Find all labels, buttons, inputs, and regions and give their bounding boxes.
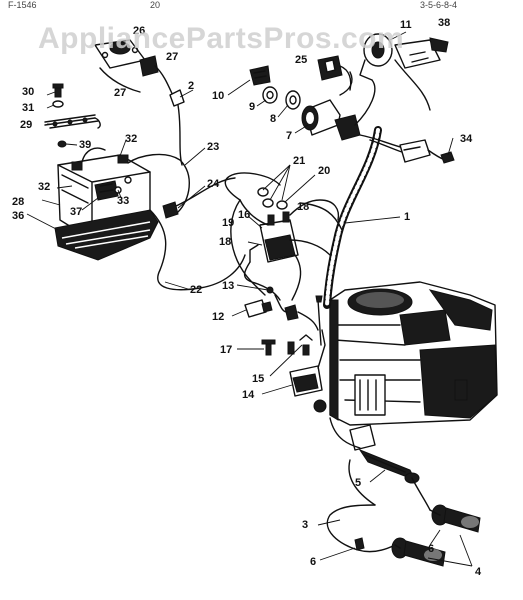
ignition-key-part-10 xyxy=(249,65,271,86)
engine xyxy=(313,281,498,426)
bracket-part-5 xyxy=(349,424,420,484)
callout-32a: 32 xyxy=(125,133,137,145)
battery-cable-clamp xyxy=(81,147,106,163)
callout-1: 1 xyxy=(404,211,410,223)
nut-part-39 xyxy=(57,140,67,148)
seat-switch-part-26 xyxy=(94,39,146,69)
cable-part-23 xyxy=(127,153,190,213)
wire-harness-conduit xyxy=(323,126,382,309)
callout-27a: 27 xyxy=(166,51,178,63)
hold-down-bar-part-29 xyxy=(44,114,101,129)
callout-30: 30 xyxy=(22,86,34,98)
callout-24: 24 xyxy=(207,178,220,190)
callout-32b: 32 xyxy=(38,181,50,193)
callout-18a: 18 xyxy=(219,236,231,248)
callout-28: 28 xyxy=(12,196,24,208)
header-code-mid: 20 xyxy=(150,0,160,10)
callout-16: 16 xyxy=(238,209,250,221)
callout-29: 29 xyxy=(20,119,32,131)
callout-8: 8 xyxy=(270,113,276,125)
lamp-socket-part-4a xyxy=(431,504,481,533)
callout-21: 21 xyxy=(293,155,305,167)
connector-part-27 xyxy=(139,55,159,77)
callout-23: 23 xyxy=(207,141,219,153)
lamp-socket-part-4b xyxy=(391,537,446,567)
callout-12: 12 xyxy=(212,311,224,323)
callout-numbers: 1 2 3 4 5 6 6 7 8 9 10 11 12 13 14 15 16… xyxy=(12,17,482,578)
wire-solenoid-loop xyxy=(224,172,281,201)
light-assembly-part-11 xyxy=(359,33,393,81)
regulator-part-14 xyxy=(289,329,326,397)
plug-part-15 xyxy=(287,334,313,356)
connector-part-13b xyxy=(284,304,299,321)
terminals-part-21 xyxy=(257,187,288,210)
callout-14: 14 xyxy=(242,389,255,401)
header-code-left: F-1546 xyxy=(8,0,37,10)
callout-36: 36 xyxy=(12,210,24,222)
callout-37: 37 xyxy=(70,206,82,218)
cable-part-22 xyxy=(149,209,246,291)
light-bracket-part-38 xyxy=(394,37,449,69)
callout-39: 39 xyxy=(79,139,91,151)
callout-31: 31 xyxy=(22,102,34,114)
callout-33: 33 xyxy=(117,195,129,207)
starter-solenoid xyxy=(249,211,299,263)
callout-9: 9 xyxy=(249,101,255,113)
watermark: AppliancePartsPros.com xyxy=(38,22,404,55)
callout-20: 20 xyxy=(318,165,330,177)
callout-11: 11 xyxy=(400,19,412,31)
callout-34: 34 xyxy=(460,133,473,145)
callout-6a: 6 xyxy=(310,556,316,568)
callout-7: 7 xyxy=(286,130,292,142)
callout-26: 26 xyxy=(133,25,145,37)
callout-18b: 18 xyxy=(297,201,309,213)
ignition-switch xyxy=(301,99,361,141)
callout-13: 13 xyxy=(222,280,234,292)
callout-3: 3 xyxy=(302,519,308,531)
callout-6b: 6 xyxy=(428,543,434,555)
connector-part-24 xyxy=(162,201,179,219)
callout-2: 2 xyxy=(188,80,194,92)
clip-part-2 xyxy=(169,89,185,107)
leader-lines xyxy=(26,31,473,567)
bolt-part-17 xyxy=(261,339,276,356)
callout-4: 4 xyxy=(475,566,482,578)
callout-15: 15 xyxy=(252,373,264,385)
callout-25: 25 xyxy=(295,54,307,66)
callout-19: 19 xyxy=(222,217,234,229)
connector-part-25 xyxy=(317,55,352,91)
washer-part-31 xyxy=(52,100,64,108)
key-nut-part-8 xyxy=(285,90,301,110)
callout-38: 38 xyxy=(438,17,450,29)
washer-part-9 xyxy=(262,86,278,104)
connector-part-34 xyxy=(399,139,455,164)
fuse-holder-part-12 xyxy=(244,299,273,318)
callout-27b: 27 xyxy=(114,87,126,99)
callout-5: 5 xyxy=(355,477,361,489)
bolt-part-30 xyxy=(52,83,64,98)
header-code-right: 3-5-6-8-4 xyxy=(420,0,457,10)
wire-switch-up xyxy=(354,79,376,126)
bulb-part-6a xyxy=(354,537,365,551)
wire-part-3 xyxy=(326,504,396,553)
dipstick-tube xyxy=(317,299,322,346)
callout-10: 10 xyxy=(212,90,224,102)
callout-22: 22 xyxy=(190,284,202,296)
callout-17: 17 xyxy=(220,344,232,356)
